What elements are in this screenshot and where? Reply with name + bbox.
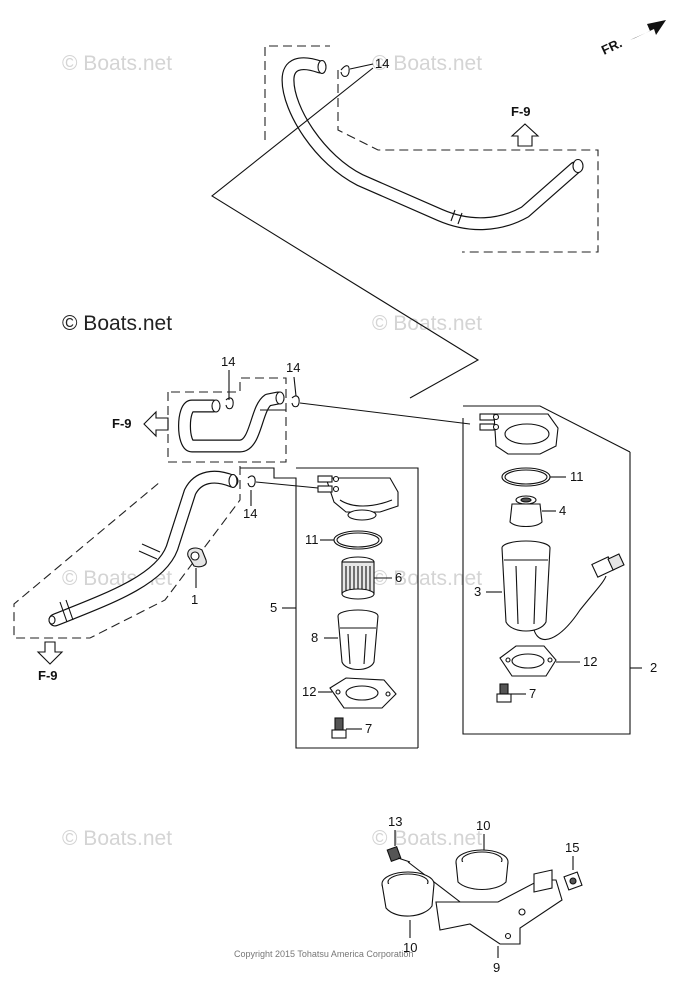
part-11-o-ring[interactable] bbox=[333, 530, 383, 550]
callout-6: 6 bbox=[395, 570, 402, 585]
arrow-left-icon bbox=[143, 410, 169, 438]
watermark: © Boats.net bbox=[372, 827, 482, 850]
watermark: © Boats.net bbox=[62, 827, 172, 850]
callout-10: 10 bbox=[403, 940, 417, 955]
upper-hose-group: 14 F-9 bbox=[211, 45, 599, 399]
callout-10: 10 bbox=[476, 818, 490, 833]
part-9-bracket[interactable] bbox=[435, 869, 563, 945]
filter-head-right[interactable] bbox=[479, 413, 559, 455]
part-7-drain-plug-right[interactable] bbox=[496, 683, 512, 703]
callout-14: 14 bbox=[221, 354, 235, 369]
callout-14: 14 bbox=[375, 56, 389, 71]
f9-ref-label: F-9 bbox=[38, 668, 58, 683]
f9-ref-label: F-9 bbox=[511, 104, 531, 119]
callout-9: 9 bbox=[493, 960, 500, 975]
filter-head[interactable] bbox=[317, 475, 399, 521]
callout-7: 7 bbox=[529, 686, 536, 701]
front-direction-arrow: FR. bbox=[599, 20, 666, 58]
callout-11: 11 bbox=[305, 532, 319, 547]
watermark-main: © Boats.net bbox=[62, 312, 172, 335]
part-12-gasket[interactable] bbox=[329, 677, 397, 709]
front-arrow-icon bbox=[630, 20, 666, 40]
arrow-up-icon bbox=[510, 123, 540, 147]
part-12-gasket-right[interactable] bbox=[499, 645, 557, 677]
callout-13: 13 bbox=[388, 814, 402, 829]
callout-12: 12 bbox=[583, 654, 597, 669]
callout-8: 8 bbox=[311, 630, 318, 645]
fuel-filter-assembly-5: 5 11 6 bbox=[240, 467, 419, 749]
part-6-filter-element[interactable] bbox=[341, 556, 375, 600]
front-label: FR. bbox=[599, 35, 624, 57]
bracket-assembly: 13 10 10 9 bbox=[381, 814, 583, 975]
callout-12: 12 bbox=[302, 684, 316, 699]
watermark: © Boats.net bbox=[372, 52, 482, 75]
callout-5: 5 bbox=[270, 600, 277, 615]
callout-4: 4 bbox=[559, 503, 566, 518]
part-13-bolt[interactable] bbox=[386, 845, 411, 863]
callout-2: 2 bbox=[650, 660, 657, 675]
part-1-clamp[interactable] bbox=[187, 547, 207, 568]
f9-ref-label: F-9 bbox=[112, 416, 132, 431]
part-10-filter-clamp[interactable] bbox=[455, 849, 509, 891]
watermark: © Boats.net bbox=[62, 52, 172, 75]
callout-11: 11 bbox=[570, 469, 584, 484]
arrow-down-icon bbox=[36, 641, 64, 665]
callout-3: 3 bbox=[474, 584, 481, 599]
part-11-o-ring[interactable] bbox=[501, 467, 551, 487]
callout-14: 14 bbox=[243, 506, 257, 521]
part-4-element[interactable] bbox=[509, 495, 543, 528]
callout-1: 1 bbox=[191, 592, 198, 607]
copyright-notice: Copyright 2015 Tohatsu America Corporati… bbox=[234, 949, 413, 959]
part-3-separator-cup[interactable] bbox=[501, 540, 625, 641]
part-15-nut[interactable] bbox=[563, 871, 583, 891]
middle-hose-group: 14 14 F-9 14 F-9 bbox=[13, 354, 471, 683]
fuel-filter-assembly-2: 2 11 4 bbox=[462, 405, 657, 735]
part-7-drain-plug[interactable] bbox=[331, 717, 347, 739]
part-10-filter-clamp-lower[interactable] bbox=[381, 871, 435, 917]
watermark: © Boats.net bbox=[372, 312, 482, 335]
watermark: © Boats.net bbox=[372, 567, 482, 590]
callout-15: 15 bbox=[565, 840, 579, 855]
callout-7: 7 bbox=[365, 721, 372, 736]
callout-14: 14 bbox=[286, 360, 300, 375]
part-8-filter-cup[interactable] bbox=[337, 609, 379, 671]
